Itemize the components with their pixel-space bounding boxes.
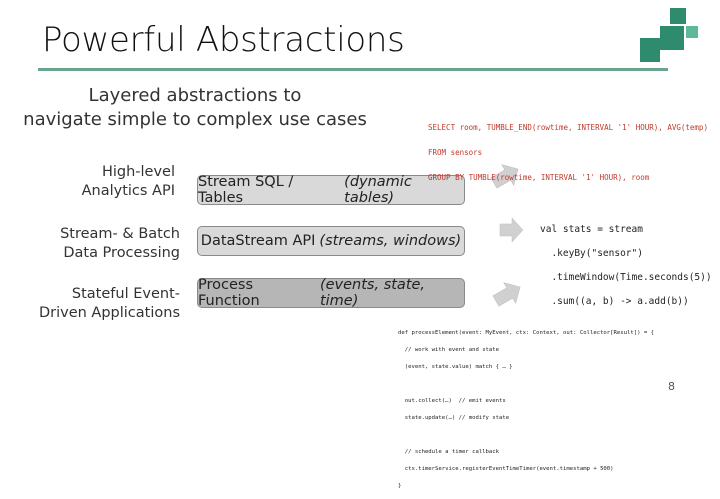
code-line: GROUP BY TUMBLE(rowtime, INTERVAL '1' HO… xyxy=(428,172,650,182)
code-line: // work with event and state xyxy=(398,346,500,353)
code-snippet-sql: SELECT room, TUMBLE_END(rowtime, INTERVA… xyxy=(428,109,708,197)
code-line: def processElement(event: MyEvent, ctx: … xyxy=(398,329,654,336)
code-line: // schedule a timer callback xyxy=(398,448,500,455)
layer-label-analytics: High-level Analytics API xyxy=(15,163,175,201)
code-snippet-datastream: val stats = stream .keyBy("sensor") .tim… xyxy=(540,212,712,320)
code-line: ctx.timerService.registerEventTimeTimer(… xyxy=(398,465,614,472)
page-number: 8 xyxy=(668,380,675,393)
square-blocks-logo xyxy=(640,8,698,62)
layer-label-line: Stream- & Batch xyxy=(60,226,180,242)
code-line xyxy=(398,431,654,440)
layer-box-datastream-api: DataStream API(streams, windows) xyxy=(197,226,465,256)
right-arrow-icon xyxy=(490,164,519,189)
layer-box-stream-sql: Stream SQL / Tables (dynamic tables) xyxy=(197,174,465,206)
layer-label-line: Analytics API xyxy=(81,183,175,199)
layer-box-italic: (events, state, time) xyxy=(319,277,426,309)
layer-box-italic: (streams, windows) xyxy=(319,233,462,249)
right-arrow-icon xyxy=(499,217,524,243)
layer-label-line: Data Processing xyxy=(63,245,180,261)
code-line xyxy=(398,380,654,389)
layer-label-data-processing: Stream- & Batch Data Processing xyxy=(20,225,180,263)
code-line: out.collect(…) // emit events xyxy=(398,397,506,404)
code-line: SELECT room, TUMBLE_END(rowtime, INTERVA… xyxy=(428,122,708,132)
right-arrow-icon xyxy=(492,282,521,307)
layer-box-text: DataStream API xyxy=(200,233,316,249)
code-line: FROM sensors xyxy=(428,147,483,157)
layer-box-italic: (dynamic tables) xyxy=(344,174,412,206)
slide-title: Powerful Abstractions xyxy=(42,20,405,60)
code-line: val stats = stream xyxy=(540,224,643,235)
subtitle-line-2: navigate simple to complex use cases xyxy=(23,109,367,130)
code-line: } xyxy=(398,482,402,489)
subtitle: Layered abstractions to navigate simple … xyxy=(20,84,370,132)
layer-label-line: High-level xyxy=(101,164,175,180)
layer-label-line: Stateful Event- xyxy=(71,286,180,302)
layer-label-event-driven: Stateful Event- Driven Applications xyxy=(20,285,180,323)
layer-box-process-function: Process Function (events, state, time) xyxy=(197,277,465,309)
layer-box-text: Process Function xyxy=(198,277,260,309)
layer-box-text: Stream SQL / Tables xyxy=(198,174,294,206)
code-line: .keyBy("sensor") xyxy=(540,248,643,259)
code-line: .sum((a, b) -> a.add(b)) xyxy=(540,296,689,307)
code-line: state.update(…) // modify state xyxy=(398,414,510,421)
title-underline xyxy=(38,68,668,71)
layer-label-line: Driven Applications xyxy=(38,305,180,321)
code-snippet-process-function: def processElement(event: MyEvent, ctx: … xyxy=(398,320,654,499)
code-line: (event, state.value) match { … } xyxy=(398,363,513,370)
code-line: .timeWindow(Time.seconds(5)) xyxy=(540,272,712,283)
subtitle-line-1: Layered abstractions to xyxy=(88,85,302,106)
arrows-group xyxy=(490,164,524,307)
